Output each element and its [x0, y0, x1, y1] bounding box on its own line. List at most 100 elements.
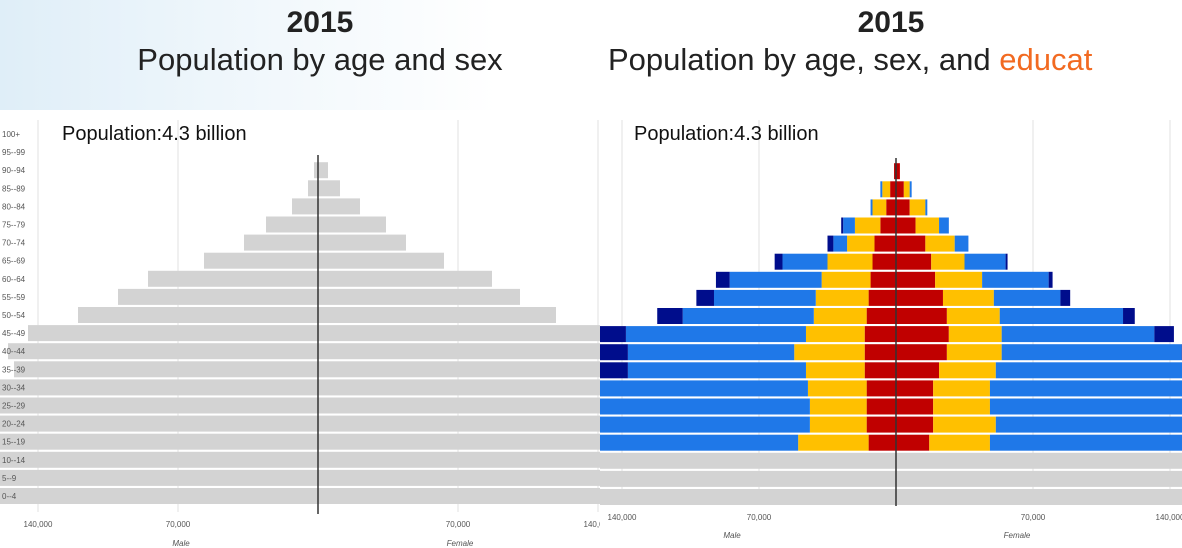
right-bar-male-no-education	[894, 163, 896, 180]
left-age-labels: 0--4 5--9 10--14 15--19 20--24 25--29 30--34 35…	[2, 130, 26, 501]
right-bar-female-no-education	[896, 362, 940, 379]
right-x-tick: 140,000	[1156, 513, 1182, 522]
left-bar-female	[318, 288, 520, 305]
left-bar-female	[318, 415, 600, 432]
right-bar-female-no-education	[896, 163, 900, 180]
right-bar-male-primary	[882, 181, 891, 198]
left-age-label: 100+	[2, 130, 20, 139]
right-chart-header: 2015 Population by age, sex, and educat	[600, 0, 1182, 80]
left-bar-female	[318, 216, 386, 233]
left-bar-female	[318, 198, 360, 215]
right-bar-male-post-secondary	[715, 271, 730, 288]
left-age-label: 70--74	[2, 239, 26, 248]
left-age-label: 0--4	[2, 492, 17, 501]
right-bar-female-primary	[903, 181, 910, 198]
left-bar-male	[0, 451, 318, 468]
left-bar-male	[0, 469, 318, 486]
right-bar-male-no-education	[890, 181, 896, 198]
right-bar-female-post-secondary	[1154, 326, 1174, 343]
left-x-tick: 70,000	[446, 520, 471, 529]
right-bar-male-total	[600, 470, 896, 487]
left-bar-female	[318, 325, 600, 342]
left-bar-female	[318, 252, 444, 269]
right-population-annotation: Population:4.3 billion	[634, 123, 819, 145]
right-bar-female-secondary	[954, 235, 969, 252]
left-population-pyramid: 0--4 5--9 10--14 15--19 20--24 25--29 30--34 35…	[0, 120, 600, 548]
left-age-label: 80--84	[2, 202, 26, 211]
right-x-tick: 70,000	[1021, 513, 1046, 522]
right-bar-female-post-secondary	[1123, 308, 1135, 324]
right-bar-male-total	[600, 489, 896, 505]
right-bar-female-post-secondary	[1048, 271, 1053, 288]
right-bar-female-no-education	[896, 181, 904, 198]
right-bar-male-no-education	[864, 344, 896, 361]
left-bars	[0, 155, 600, 514]
left-bar-male	[204, 252, 318, 269]
left-bar-male	[118, 288, 318, 305]
left-age-label: 90--94	[2, 166, 26, 175]
right-bar-female-secondary	[995, 416, 1182, 433]
right-bar-female-secondary	[999, 308, 1124, 324]
left-age-label: 35--39	[2, 365, 26, 374]
right-bar-male-no-education	[866, 398, 896, 415]
right-bar-female-secondary	[989, 434, 1182, 451]
left-age-label: 5--9	[2, 474, 17, 483]
right-bar-female-primary	[946, 344, 1002, 361]
left-age-label: 95--99	[2, 148, 26, 157]
left-age-label: 25--29	[2, 402, 26, 411]
right-bar-male-secondary	[870, 199, 873, 216]
right-bar-female-secondary	[964, 253, 1006, 270]
right-bar-female-secondary	[982, 271, 1049, 288]
right-bar-female-secondary	[1001, 326, 1155, 343]
right-bar-female-secondary	[989, 380, 1182, 397]
right-bar-male-primary	[872, 199, 887, 216]
right-bars	[600, 158, 1182, 506]
right-bar-male-primary	[809, 416, 867, 433]
right-bar-female-total	[896, 452, 1182, 469]
right-bar-male-secondary	[600, 398, 810, 415]
right-bar-female-primary	[931, 253, 965, 270]
left-age-label: 20--24	[2, 420, 26, 429]
right-chart-subtitle: Population by age, sex, and educat	[600, 40, 1182, 80]
left-age-label: 15--19	[2, 438, 26, 447]
left-x-tick: 140,000	[24, 520, 53, 529]
right-x-tick: 70,000	[747, 513, 772, 522]
left-chart-header: 2015 Population by age and sex	[80, 0, 560, 80]
right-bar-female-no-education	[896, 289, 943, 306]
right-chart-subtitle-accent: educat	[999, 42, 1093, 77]
right-bar-male-secondary	[833, 235, 848, 252]
left-bar-female	[318, 180, 340, 197]
right-bar-female-primary	[909, 199, 926, 216]
right-bar-female-post-secondary	[1005, 253, 1008, 270]
right-bar-male-post-secondary	[827, 235, 834, 252]
right-bar-male-secondary	[600, 434, 799, 451]
left-xlabel-female: Female	[447, 539, 474, 548]
right-bar-male-no-education	[874, 235, 896, 252]
right-bar-female-primary	[939, 362, 996, 379]
right-bar-male-primary	[815, 289, 869, 306]
right-bar-male-no-education	[870, 271, 896, 288]
left-age-label: 60--64	[2, 275, 26, 284]
left-bar-male	[78, 307, 318, 323]
left-bar-male	[244, 234, 318, 251]
right-bar-male-primary	[847, 235, 875, 252]
right-bar-male-no-education	[866, 416, 896, 433]
left-bar-male	[14, 361, 318, 378]
right-bar-female-secondary	[989, 398, 1182, 415]
right-bar-male-primary	[813, 308, 867, 324]
right-bar-female-post-secondary	[1060, 289, 1071, 306]
right-chart-year: 2015	[857, 6, 925, 39]
right-bar-female-no-education	[896, 380, 934, 397]
left-bar-male	[8, 343, 318, 360]
left-age-label: 10--14	[2, 456, 26, 465]
right-bar-female-secondary	[925, 199, 928, 216]
right-bar-female-primary	[948, 326, 1002, 343]
right-bar-male-primary	[798, 434, 869, 451]
left-bar-male	[314, 162, 318, 179]
right-xlabel-male: Male	[723, 531, 741, 540]
right-bar-male-post-secondary	[657, 308, 683, 324]
left-age-label: 30--34	[2, 383, 26, 392]
right-bar-female-primary	[933, 398, 990, 415]
left-bar-male	[148, 270, 318, 287]
right-bar-female-primary	[929, 434, 990, 451]
